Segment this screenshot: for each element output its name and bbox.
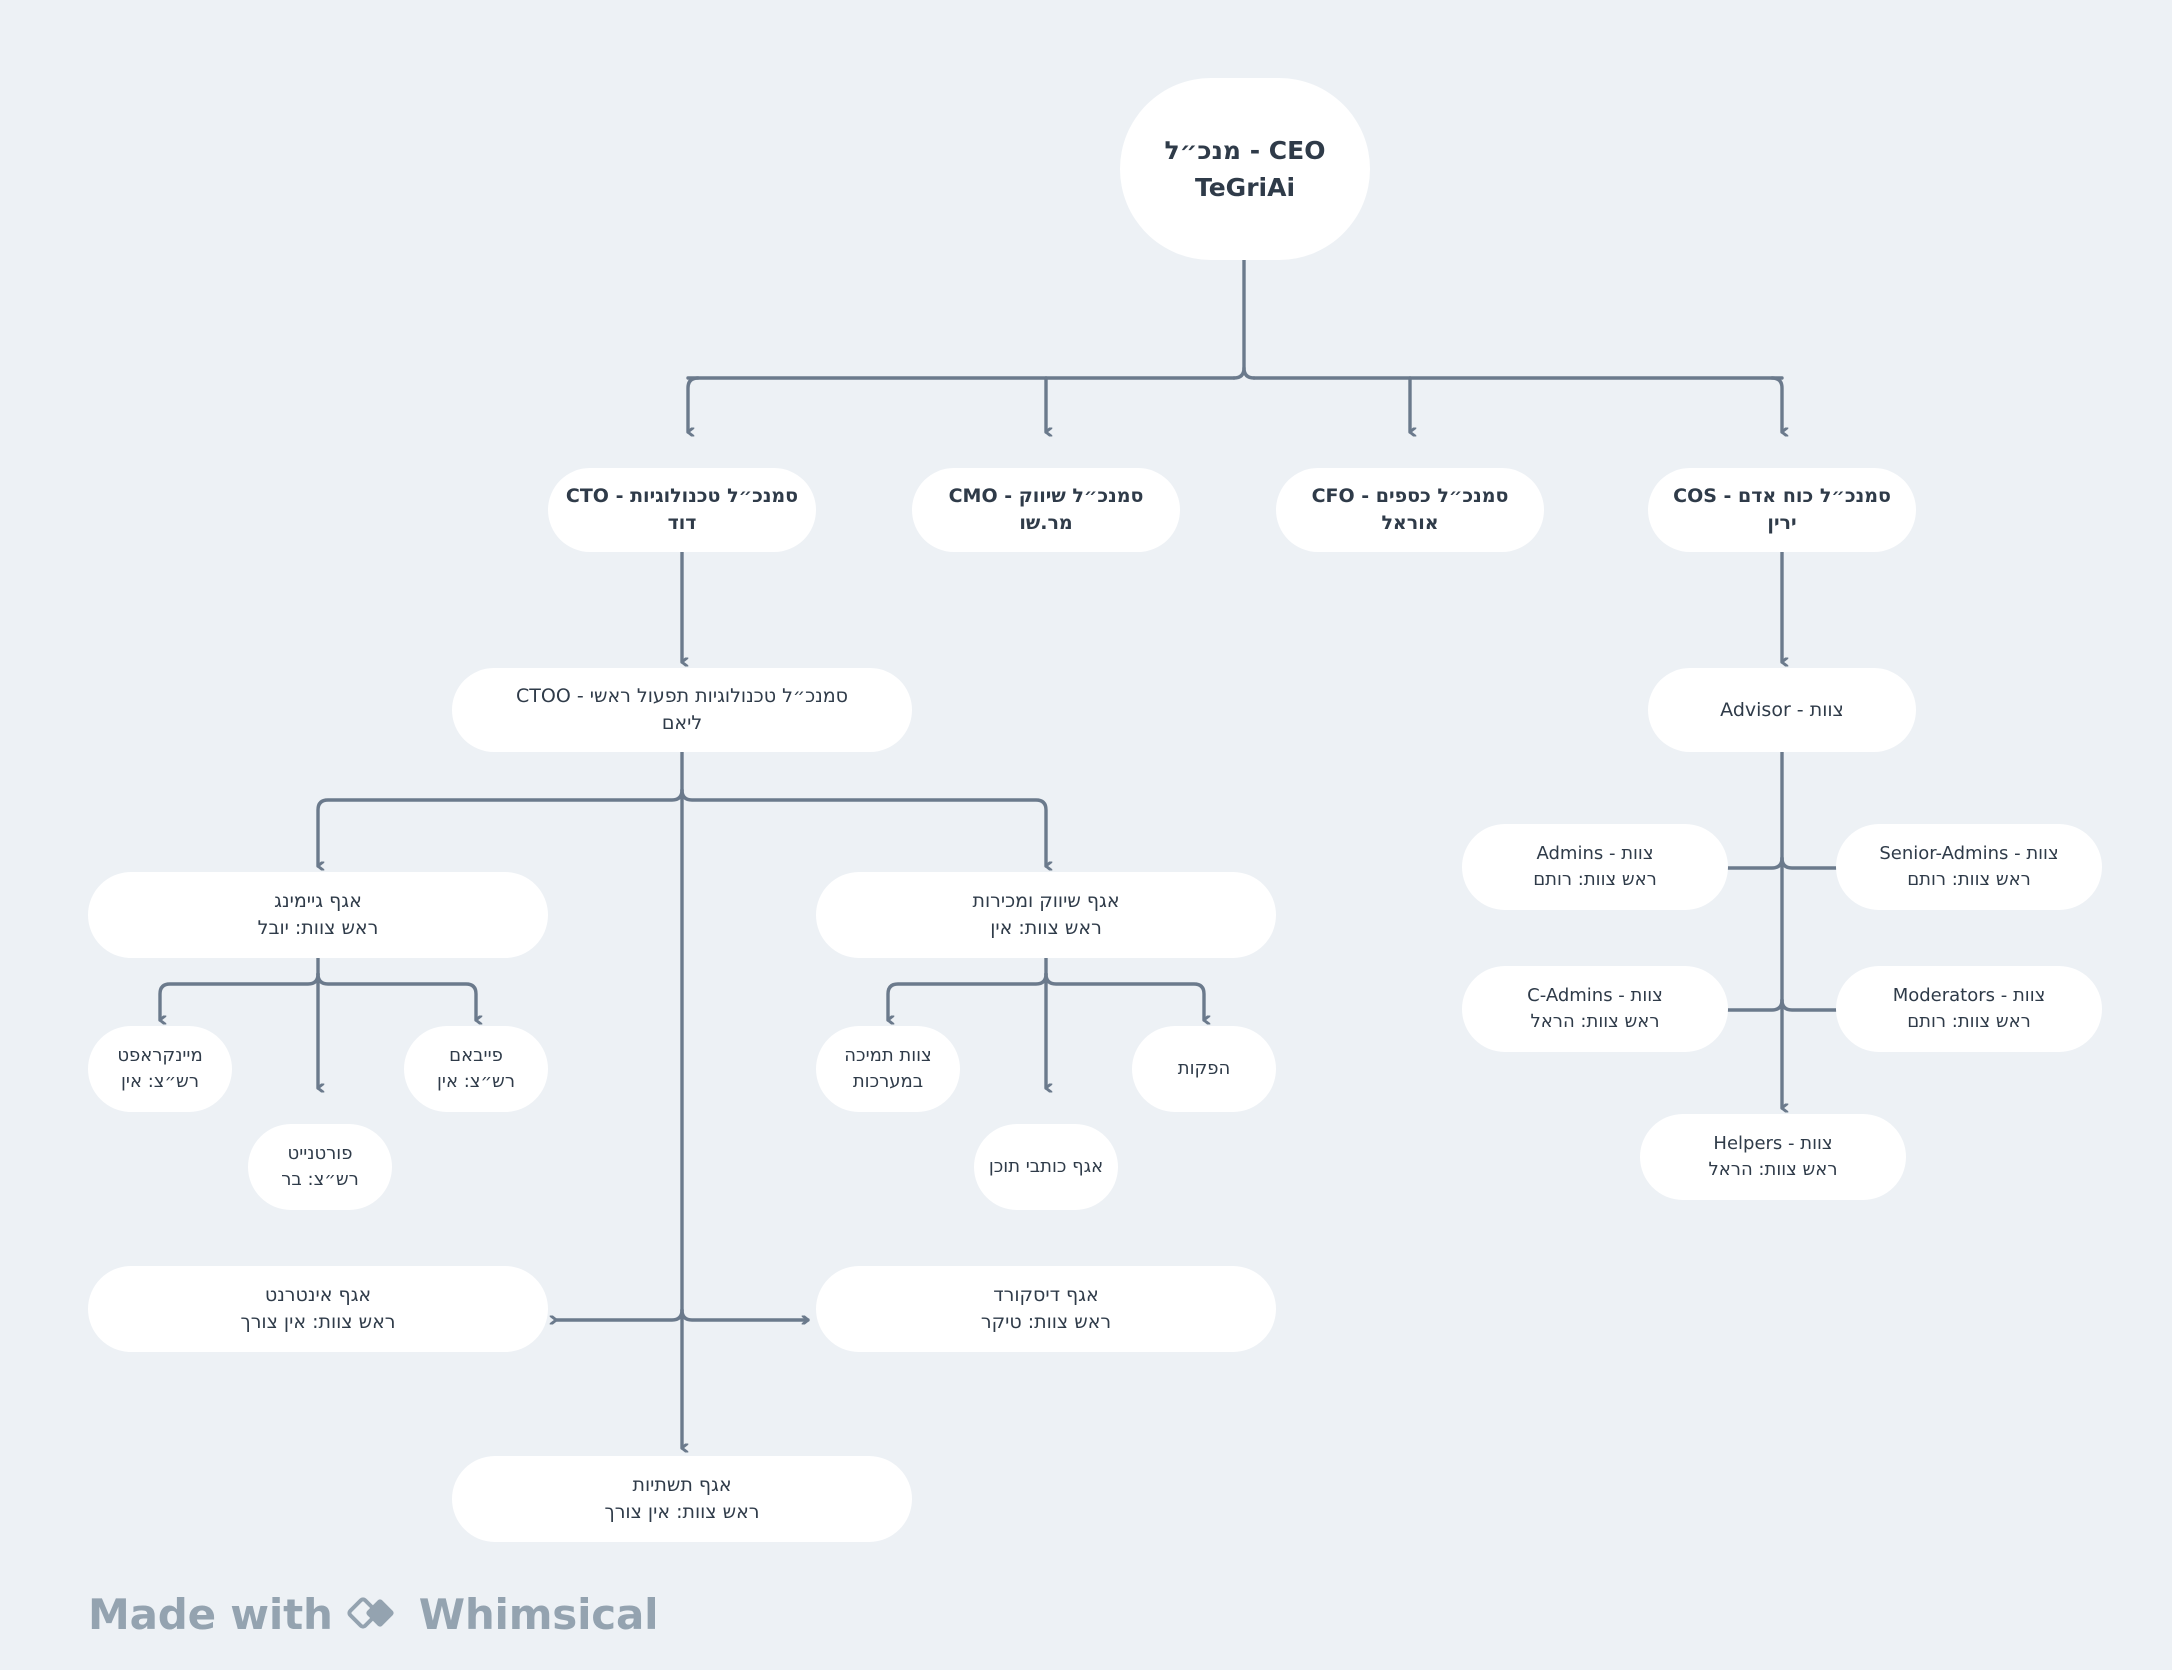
node-fortnite-line1: פורטנייט <box>287 1143 353 1165</box>
node-fortnite[interactable]: פורטנייט רש״צ: בר <box>248 1124 392 1210</box>
node-advisor-line1: צוות - Advisor <box>1720 698 1844 721</box>
wire-ctoo-gaming <box>316 788 684 866</box>
node-infra-line1: אגף תשתיות <box>632 1474 732 1497</box>
node-marketing-line1: אגף שיווק ומכירות <box>972 890 1120 913</box>
watermark-brand: Whimsical <box>418 1590 659 1639</box>
node-fivem[interactable]: פייבאם רש״צ: אין <box>404 1026 548 1112</box>
node-writers[interactable]: אגף כותבי תוכן <box>974 1124 1118 1210</box>
node-discord-line2: ראש צוות: טיקר <box>980 1311 1112 1333</box>
node-internet-line2: ראש צוות: אין צורך <box>240 1311 396 1333</box>
wire-to-cto <box>686 376 700 432</box>
node-internet-line1: אגף אינטרנט <box>264 1284 372 1307</box>
whimsical-logo-icon <box>347 1596 394 1629</box>
wire-marketing-production <box>1044 972 1204 1020</box>
wire-spine-internet <box>556 1308 684 1320</box>
node-admins[interactable]: צוות - Admins ראש צוות: רותם <box>1462 824 1728 910</box>
wire-gaming-minecraft <box>158 972 320 1020</box>
node-writers-line1: אגף כותבי תוכן <box>988 1156 1104 1178</box>
node-c-admins-line2: ראש צוות: הראל <box>1530 1011 1660 1032</box>
wire-marketing-support <box>886 972 1048 1020</box>
node-support-line1: צוות תמיכה <box>844 1045 932 1067</box>
node-senior-admins-line2: ראש צוות: רותם <box>1907 869 2031 890</box>
node-gaming-line2: ראש צוות: יובל <box>257 917 379 939</box>
node-helpers-line2: ראש צוות: הראל <box>1708 1159 1838 1180</box>
node-marketing-line2: ראש צוות: אין <box>990 917 1102 939</box>
node-production-line1: הפקות <box>1177 1058 1231 1080</box>
node-helpers[interactable]: צוות - Helpers ראש צוות: הראל <box>1640 1114 1906 1200</box>
node-cfo-line1: סמנכ״ל כספים - CFO <box>1311 485 1509 508</box>
node-ctoo-line2: ליאם <box>661 712 703 734</box>
node-cto-line1: סמנכ״ל טכנולוגיות - CTO <box>565 485 799 508</box>
node-senior-admins-line1: צוות - Senior-Admins <box>1879 843 2059 865</box>
node-cto-line2: דוד <box>667 512 697 534</box>
node-senior-admins[interactable]: צוות - Senior-Admins ראש צוות: רותם <box>1836 824 2102 910</box>
node-admins-line1: צוות - Admins <box>1536 843 1654 865</box>
watermark-prefix: Made with <box>88 1590 333 1639</box>
node-c-admins-line1: צוות - C-Admins <box>1527 985 1663 1007</box>
node-fortnite-line2: רש״צ: בר <box>281 1169 359 1190</box>
node-cos-line2: ירין <box>1767 512 1797 534</box>
node-infra-line2: ראש צוות: אין צורך <box>604 1501 760 1523</box>
wire-ctoo-marketing <box>680 788 1046 866</box>
wire-ceo-stem <box>1232 258 1246 380</box>
node-admins-line2: ראש צוות: רותם <box>1533 869 1657 890</box>
node-production[interactable]: הפקות <box>1132 1026 1276 1112</box>
node-fivem-line1: פייבאם <box>449 1045 503 1067</box>
node-gaming-line1: אגף גיימינג <box>274 890 362 913</box>
node-cfo[interactable]: סמנכ״ל כספים - CFO אוראל <box>1276 468 1544 552</box>
node-cos-line1: סמנכ״ל כוח אדם - COS <box>1673 485 1891 508</box>
node-marketing[interactable]: אגף שיווק ומכירות ראש צוות: אין <box>816 872 1276 958</box>
node-support[interactable]: צוות תמיכה במערכות <box>816 1026 960 1112</box>
node-c-admins[interactable]: צוות - C-Admins ראש צוות: הראל <box>1462 966 1728 1052</box>
node-cfo-line2: אוראל <box>1381 512 1439 534</box>
wire-gaming-fivem <box>316 972 476 1020</box>
node-ceo[interactable]: CEO - מנכ״ל TeGriAi <box>1120 78 1370 260</box>
wire-to-cos <box>1770 376 1782 432</box>
node-moderators[interactable]: צוות - Moderators ראש צוות: רותם <box>1836 966 2102 1052</box>
node-advisor[interactable]: צוות - Advisor <box>1648 668 1916 752</box>
node-gaming[interactable]: אגף גיימינג ראש צוות: יובל <box>88 872 548 958</box>
node-cmo-line2: מר.שו <box>1019 512 1073 534</box>
node-cos[interactable]: סמנכ״ל כוח אדם - COS ירין <box>1648 468 1916 552</box>
node-discord[interactable]: אגף דיסקורד ראש צוות: טיקר <box>816 1266 1276 1352</box>
node-helpers-line1: צוות - Helpers <box>1713 1133 1833 1155</box>
node-ctoo-line1: סמנכ״ל טכנולוגיות תפעול ראשי - CTOO <box>516 685 849 708</box>
node-minecraft[interactable]: מיינקראפט רש״צ: אין <box>88 1026 232 1112</box>
node-ceo-line2: TeGriAi <box>1194 173 1296 202</box>
node-ceo-line1: CEO - מנכ״ל <box>1164 135 1326 165</box>
node-internet[interactable]: אגף אינטרנט ראש צוות: אין צורך <box>88 1266 548 1352</box>
node-fivem-line2: רש״צ: אין <box>437 1071 515 1092</box>
wire-spine-discord <box>680 1308 810 1320</box>
node-discord-line1: אגף דיסקורד <box>993 1284 1099 1307</box>
node-cmo[interactable]: סמנכ״ל שיווק - CMO מר.שו <box>912 468 1180 552</box>
node-infra[interactable]: אגף תשתיות ראש צוות: אין צורך <box>452 1456 912 1542</box>
node-cmo-line1: סמנכ״ל שיווק - CMO <box>948 485 1144 508</box>
node-minecraft-line2: רש״צ: אין <box>121 1071 199 1092</box>
node-moderators-line1: צוות - Moderators <box>1892 985 2046 1007</box>
node-support-line2: במערכות <box>852 1071 924 1092</box>
node-moderators-line2: ראש צוות: רותם <box>1907 1011 2031 1032</box>
node-cto[interactable]: סמנכ״ל טכנולוגיות - CTO דוד <box>548 468 816 552</box>
node-ctoo[interactable]: סמנכ״ל טכנולוגיות תפעול ראשי - CTOO ליאם <box>452 668 912 752</box>
whimsical-watermark: Made with Whimsical <box>88 1590 659 1639</box>
node-minecraft-line1: מיינקראפט <box>117 1045 203 1067</box>
